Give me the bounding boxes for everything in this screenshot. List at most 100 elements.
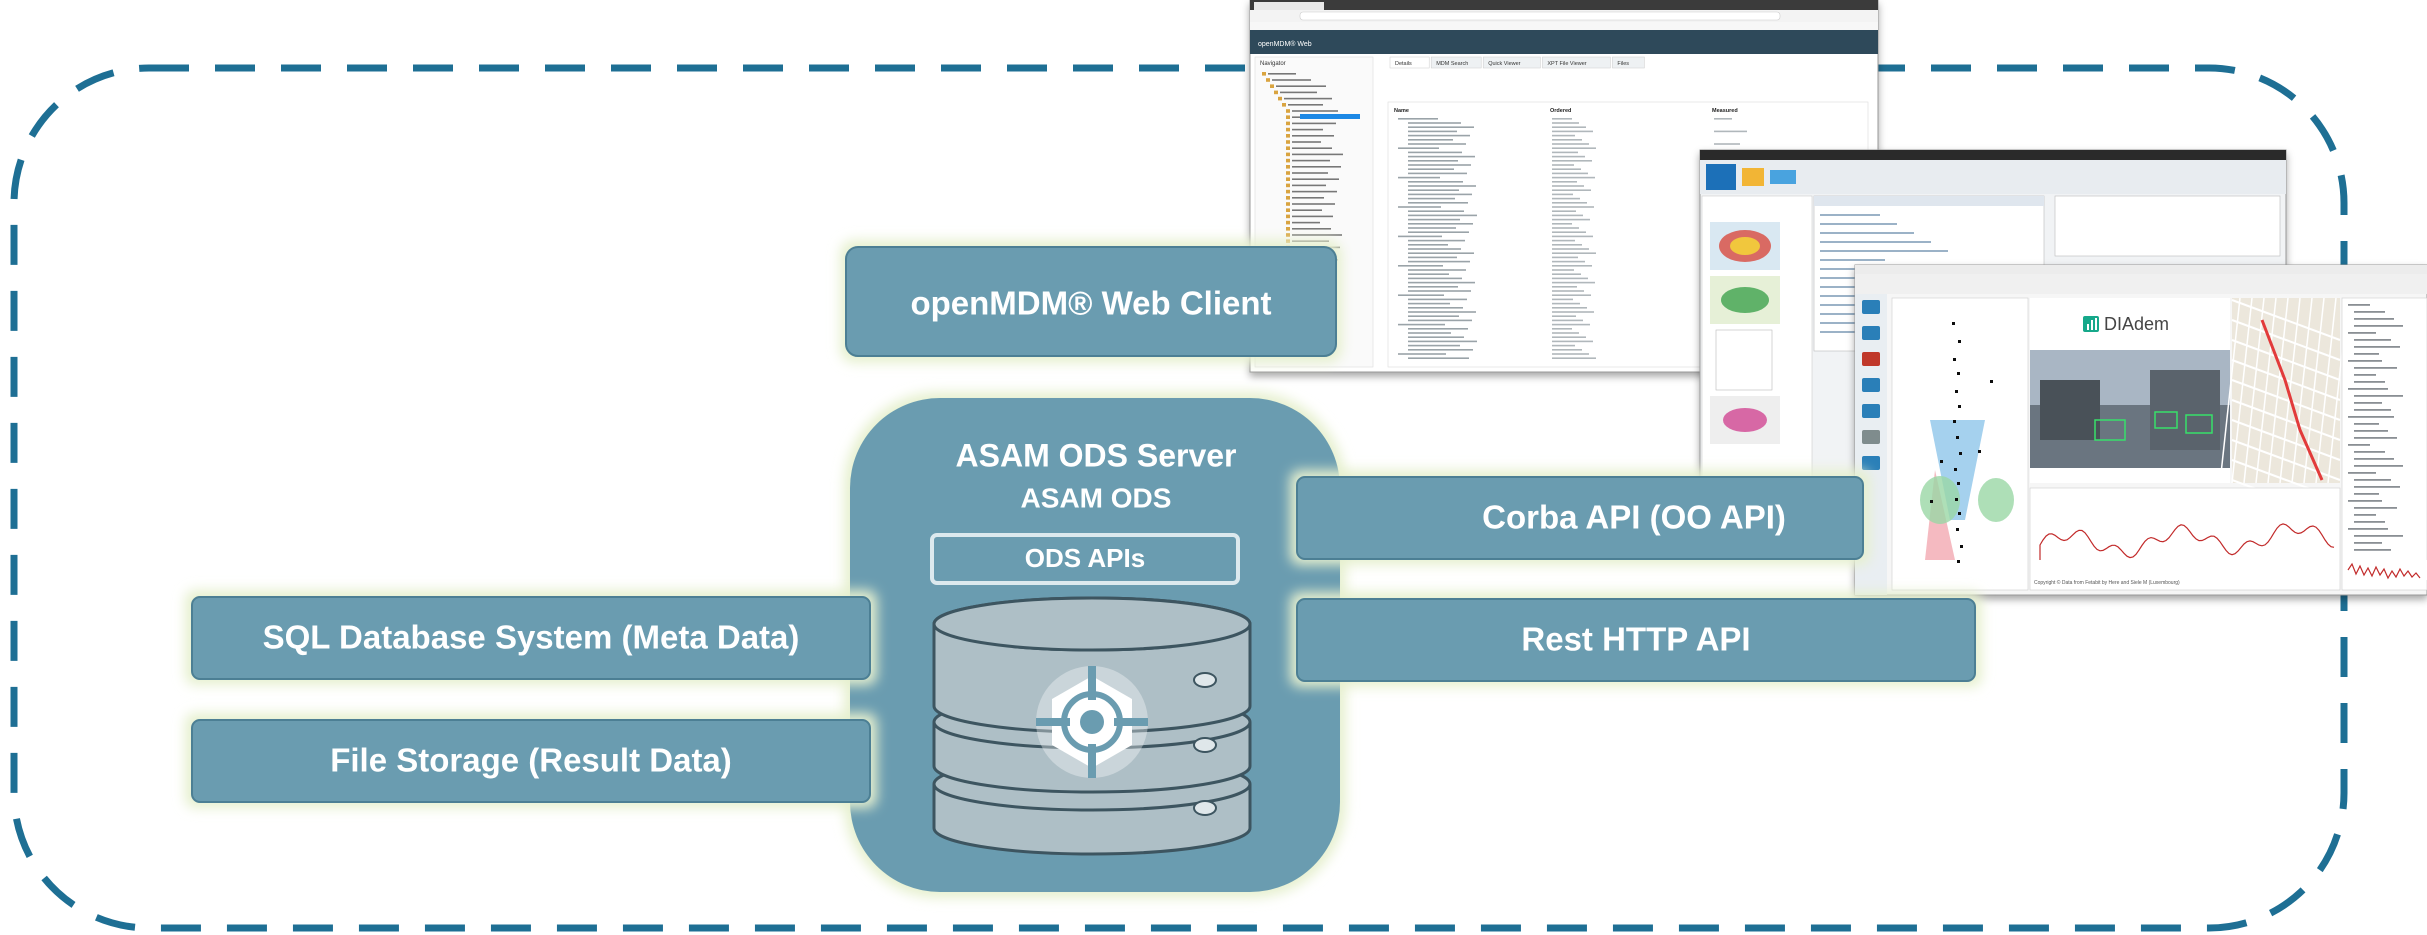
openmdm-row-cell <box>1552 281 1595 284</box>
openmdm-row-cell <box>1398 353 1446 355</box>
openmdm-row-cell <box>1552 197 1580 200</box>
map-route <box>2260 319 2324 481</box>
diadem-plot-point <box>1952 322 1955 325</box>
openmdm-row-cell <box>1552 122 1579 124</box>
diadem-prop-row <box>2348 528 2388 530</box>
diadem-prop-row <box>2354 535 2403 537</box>
diadem-prop-row <box>2354 430 2388 432</box>
diadem-prop-row <box>2354 486 2400 488</box>
openmdm-row-cell <box>1408 239 1465 242</box>
diadem-plot-point <box>1955 498 1958 501</box>
openmdm-row-cell <box>1552 126 1586 128</box>
rest-api-box: Rest HTTP API <box>1290 592 1982 687</box>
openmdm-row-cell <box>1552 172 1588 175</box>
openmdm-row-cell <box>1552 336 1586 338</box>
diadem-prop-row <box>2354 423 2379 425</box>
server-title: ASAM ODS Server <box>956 437 1237 473</box>
openmdm-row-cell <box>1408 151 1462 154</box>
openmdm-row-cell <box>1408 256 1457 259</box>
tree-node-label <box>1276 85 1326 87</box>
openmdm-row-cell <box>1408 139 1453 141</box>
diadem-screenshot: DIAdem Copyright © Data from Fetabit by … <box>1854 264 2427 596</box>
openmdm-row-cell <box>1408 344 1460 347</box>
diadem-prop-row <box>2354 409 2391 411</box>
diadem-prop-row <box>2354 367 2397 369</box>
diadem-prop-row <box>2354 451 2385 453</box>
mid-row <box>1820 241 1931 243</box>
openmdm-tab-label: XPT File Viewer <box>1547 61 1586 67</box>
openmdm-row-cell <box>1552 130 1593 133</box>
openmdm-column-header: Measured <box>1712 108 1738 114</box>
openmdm-row-cell <box>1552 298 1573 301</box>
openmdm-column-header: Name <box>1394 108 1409 114</box>
openmdm-row-cell <box>1408 328 1468 330</box>
map-street <box>2315 297 2337 484</box>
tree-node-label <box>1268 73 1296 75</box>
openmdm-row-cell <box>1408 218 1460 221</box>
diadem-prop-row <box>2354 311 2385 313</box>
diadem-prop-row <box>2354 479 2391 481</box>
openmdm-row-cell <box>1552 235 1593 238</box>
tree-node-icon <box>1266 78 1270 82</box>
openmdm-row-cell <box>1408 172 1467 175</box>
openmdm-row-cell <box>1552 147 1596 149</box>
openmdm-row-cell <box>1552 244 1582 246</box>
ods-apis-box <box>930 533 1240 585</box>
openmdm-row-cell <box>1408 290 1471 292</box>
diadem-plot-point <box>1958 340 1961 343</box>
openmdm-row-cell <box>1552 181 1577 183</box>
openmdm-row-cell <box>1552 206 1594 208</box>
tree-node-label <box>1292 147 1332 149</box>
map-street <box>2219 297 2241 484</box>
tree-node-icon <box>1286 189 1290 194</box>
mid-row <box>1820 214 1880 216</box>
openmdm-row-cell <box>1408 134 1470 137</box>
map-street <box>2231 339 2341 381</box>
tree-node-icon <box>1262 72 1266 76</box>
openmdm-tab-label: Quick Viewer <box>1488 61 1520 67</box>
corba-api-label: Corba API (OO API) <box>1482 499 1786 536</box>
openmdm-row-cell <box>1552 239 1575 242</box>
openmdm-row-cell <box>1552 118 1572 120</box>
tree-node-icon <box>1278 96 1282 101</box>
openmdm-row-cell <box>1398 323 1445 326</box>
openmdm-row-cell <box>1408 197 1455 200</box>
tree-node-icon <box>1286 140 1290 144</box>
diadem-nav-icon <box>1862 404 1880 418</box>
openmdm-row-cell <box>1408 260 1470 263</box>
map-street <box>2231 297 2253 484</box>
openmdm-row-cell <box>1552 185 1584 187</box>
tree-node-icon <box>1286 196 1290 200</box>
openmdm-row-cell <box>1552 160 1592 162</box>
tree-node-label <box>1292 135 1334 137</box>
tree-node-icon <box>1286 208 1290 212</box>
diadem-plot-point <box>1956 436 1959 439</box>
web-client-box: openMDM® Web Client <box>840 240 1342 363</box>
tree-node-icon <box>1286 121 1290 126</box>
openmdm-tab-label: Details <box>1395 61 1412 67</box>
tree-node-label <box>1292 178 1339 180</box>
diadem-prop-row <box>2354 374 2376 376</box>
diadem-prop-row <box>2348 304 2370 306</box>
tree-node-label <box>1288 104 1323 106</box>
tree-node-icon <box>1286 214 1290 219</box>
openmdm-row-cell <box>1552 231 1586 233</box>
tree-node-label <box>1292 190 1337 193</box>
openmdm-row-cell <box>1408 332 1451 334</box>
openmdm-row-cell <box>1408 319 1472 322</box>
diadem-logo-text: DIAdem <box>2104 314 2169 334</box>
tree-node-icon <box>1286 183 1290 188</box>
openmdm-row-cell <box>1408 349 1473 351</box>
diadem-prop-row <box>2354 339 2391 341</box>
openmdm-row-cell <box>1552 340 1593 343</box>
tree-node-icon <box>1286 127 1290 132</box>
corba-api-box: Corba API (OO API) <box>1290 470 1870 565</box>
openmdm-row-cell <box>1552 265 1592 267</box>
openmdm-row-cell <box>1398 147 1439 149</box>
openmdm-row-cell <box>1552 202 1587 204</box>
openmdm-row-cell <box>1408 244 1448 246</box>
diadem-prop-row <box>2348 388 2388 390</box>
map-street <box>2231 319 2341 361</box>
diadem-nav-icon <box>1862 326 1880 340</box>
